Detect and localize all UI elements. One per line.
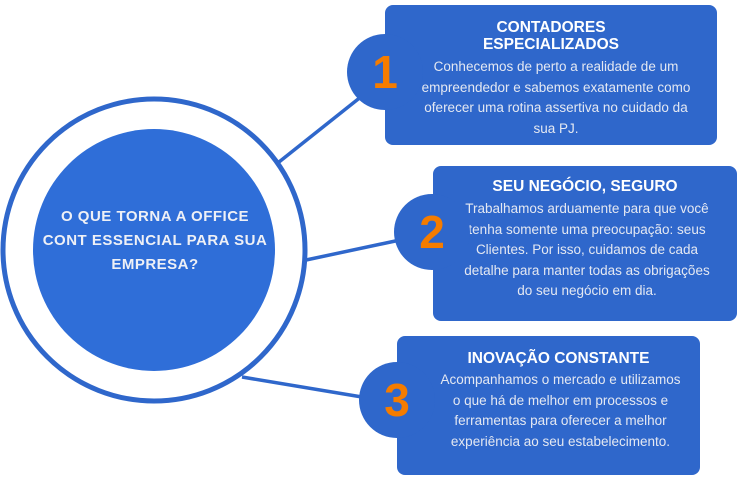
central-question: O QUE TORNA A OFFICE CONT ESSENCIAL PARA… (42, 208, 268, 273)
connector-line-1 (277, 94, 364, 164)
feature-card-3: INOVAÇÃO CONSTANTE Acompanhamos o mercad… (397, 336, 700, 475)
number-badge-3: 3 (359, 362, 435, 438)
feature-text: Trabalhamos arduamente para que você ten… (464, 201, 710, 298)
feature-text: Acompanhamos o mercado e utilizamos o qu… (440, 372, 681, 449)
feature-title: SEU NEGÓCIO, SEGURO (492, 178, 678, 195)
number-badge-1: 1 (347, 34, 423, 110)
feature-card-1: CONTADORES ESPECIALIZADOS Conhecemos de … (385, 5, 717, 145)
feature-title: CONTADORES ESPECIALIZADOS (482, 19, 620, 53)
center-circle (33, 129, 275, 371)
connector-line-3 (241, 375, 363, 399)
feature-text: Conhecemos de perto a realidade de um em… (421, 59, 691, 136)
number-badge-2: 2 (394, 194, 470, 270)
connector-line-2 (305, 238, 401, 262)
feature-card-2: SEU NEGÓCIO, SEGURO Trabalhamos arduamen… (433, 166, 737, 321)
feature-title: INOVAÇÃO CONSTANTE (467, 350, 650, 367)
